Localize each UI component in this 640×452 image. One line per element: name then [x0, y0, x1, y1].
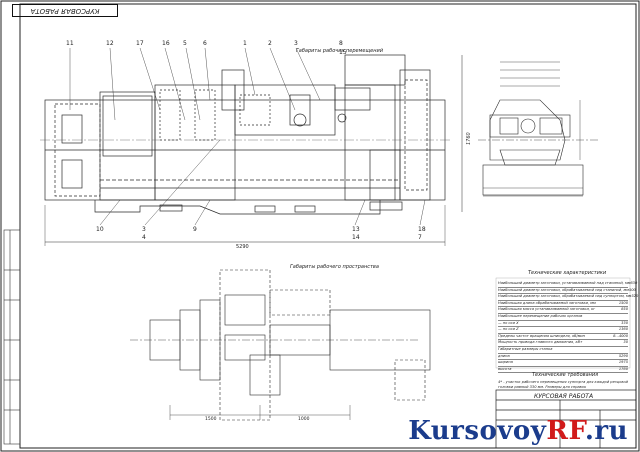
feed-view: [478, 61, 600, 197]
callout-6: 6: [203, 40, 207, 47]
callout-3b: 3: [142, 226, 146, 233]
callout-5: 5: [183, 40, 187, 47]
tech-row: Пределы частот вращения шпинделя, об/мин…: [498, 334, 628, 341]
inner-frame: [19, 3, 637, 449]
callout-18: 18: [418, 226, 426, 233]
callout-12: 12: [106, 40, 114, 47]
dim-space-b: 1000: [298, 417, 310, 422]
callout-11: 11: [66, 40, 74, 47]
title-block: [495, 389, 637, 449]
requirements-text: 4* - участок рабочего перемещения суппор…: [498, 380, 628, 389]
callout-7: 7: [418, 234, 422, 241]
dim-overall-length: 5290: [236, 244, 249, 250]
lathe-main-view: [40, 47, 463, 246]
callout-10: 10: [96, 226, 104, 233]
callout-9: 9: [193, 226, 197, 233]
dim-height: 1760: [466, 132, 472, 145]
left-margin-table: [3, 229, 21, 445]
tech-box: [495, 277, 631, 369]
tech-row: Наибольшее перемещение рабочих органов: [498, 314, 628, 321]
callout-4: 4: [142, 234, 146, 241]
callout-8: 8: [339, 40, 343, 47]
tech-title: Технические характеристики: [528, 270, 607, 276]
callout-14: 14: [352, 234, 360, 241]
top-left-stamp: КУРСОВАЯ РАБОТА: [12, 4, 118, 17]
callout-2: 2: [268, 40, 272, 47]
callout-1: 1: [243, 40, 247, 47]
requirements-title: Технические требования: [532, 372, 599, 378]
tech-list: Наибольший диаметр заготовки, устанавлив…: [498, 281, 638, 374]
callout-17: 17: [136, 40, 144, 47]
feed-view-title: Габариты рабочих перемещений: [296, 48, 383, 54]
callout-3: 3: [294, 40, 298, 47]
tech-row: Наибольшая длина обрабатываемой заготовк…: [498, 301, 628, 308]
tech-row: Габаритные размеры станка: [498, 347, 628, 354]
callout-13: 13: [352, 226, 360, 233]
tech-row: Наибольший диаметр заготовки, обрабатыва…: [498, 294, 638, 301]
callout-15: 15: [339, 49, 347, 56]
dim-space-a: 1500: [205, 417, 217, 422]
watermark-logo: KursovoyRF.ru: [408, 416, 628, 446]
space-view-title: Габариты рабочего пространства: [290, 264, 379, 270]
tech-row: Наибольший диаметр заготовки, обрабатыва…: [498, 288, 636, 295]
callout-16: 16: [162, 40, 170, 47]
title-block-title: КУРСОВАЯ РАБОТА: [534, 393, 594, 400]
working-space-view: [130, 269, 431, 421]
tech-row: Наибольшая масса устанавливаемой заготов…: [498, 307, 628, 314]
tech-row: Наибольший диаметр заготовки, устанавлив…: [498, 281, 637, 288]
